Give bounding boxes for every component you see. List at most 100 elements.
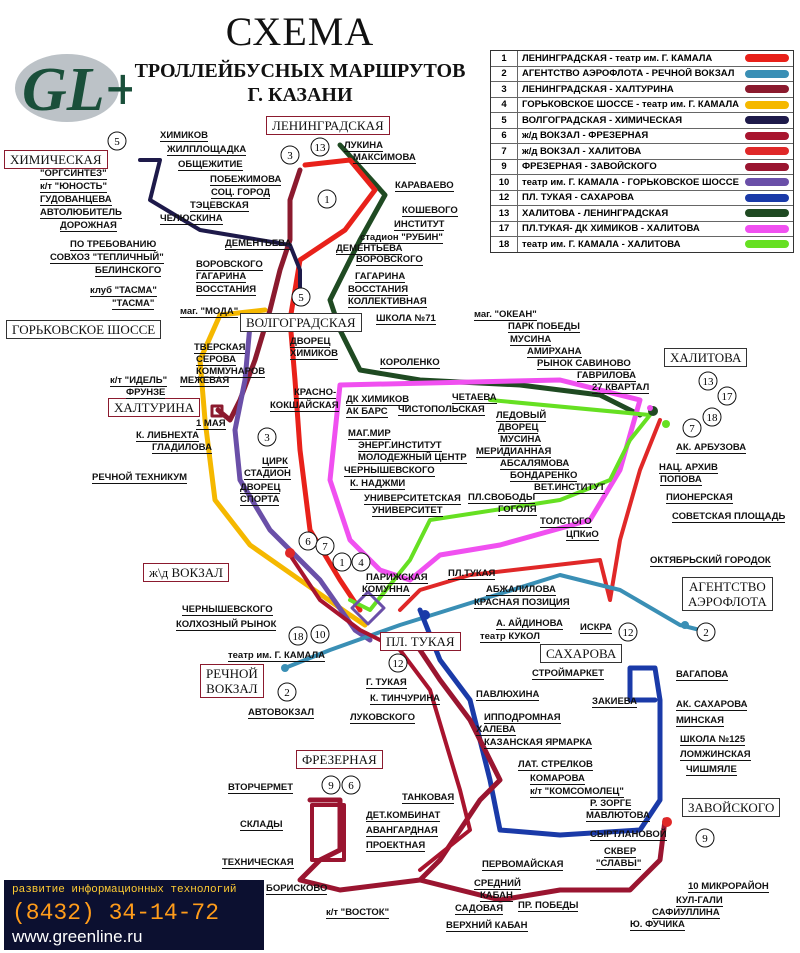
stop-label: МОЛОДЕЖНЫЙ ЦЕНТР	[358, 452, 467, 464]
legend-route-number: 10	[491, 175, 518, 190]
stop-label: МУСИНА	[500, 434, 542, 446]
stop-label: ВОРОВСКОГО	[356, 254, 423, 266]
stop-label: ВАГАПОВА	[676, 669, 729, 681]
legend-color-swatch	[745, 131, 789, 140]
stop-label: СКЛАДЫ	[240, 819, 283, 831]
stop-label: СТРОЙМАРКЕТ	[532, 668, 604, 680]
stop-label: КОМУННА	[362, 584, 410, 596]
route-marker: 9	[328, 780, 334, 792]
stop-label: Р. ЗОРГЕ	[590, 798, 632, 810]
promo-website-link[interactable]: www.greenline.ru	[12, 927, 143, 946]
stop-label: КАЗАНСКАЯ ЯРМАРКА	[484, 737, 593, 749]
route-marker: 13	[315, 142, 327, 154]
gl-logo-icon: GL+	[15, 54, 132, 124]
stop-label: ВЕТ.ИНСТИТУТ	[534, 482, 606, 494]
route-marker: 17	[722, 391, 734, 403]
promo-tagline: развитие информационных технологий	[12, 884, 237, 896]
stop-label: СОЦ. ГОРОД	[211, 187, 271, 199]
stop-label: 27 КВАРТАЛ	[592, 382, 650, 394]
stop-label: КОММУНАРОВ	[196, 366, 266, 378]
stop-label: БЕЛИНСКОГО	[95, 265, 162, 277]
stop-label: КРАСНО-	[294, 387, 337, 399]
stop-label: ЧЕРНЫШЕВСКОГО	[344, 465, 435, 477]
stop-label: САФИУЛЛИНА	[652, 907, 720, 919]
legend-route-number: 4	[491, 97, 518, 112]
stop-label: КУЛ-ГАЛИ	[676, 895, 723, 907]
stop-label: СПОРТА	[240, 494, 280, 506]
stop-label: к/т "КОМСОМОЛЕЦ"	[530, 786, 624, 798]
legend-route-number: 3	[491, 82, 518, 97]
stop-label: АК БАРС	[346, 406, 388, 418]
stop-label: УНИВЕРСИТЕТСКАЯ	[364, 493, 461, 505]
legend-route-number: 1	[491, 51, 518, 66]
legend-route-number: 2	[491, 66, 518, 81]
stop-label: ЛЕДОВЫЙ	[496, 410, 547, 422]
stop-label: ЧЕРНЫШЕВСКОГО	[182, 604, 273, 616]
legend-color-swatch	[745, 147, 789, 156]
legend-route-number: 5	[491, 113, 518, 128]
stop-label: МАКСИМОВА	[353, 152, 416, 164]
stop-label: СТАДИОН	[244, 468, 291, 480]
stop-label: КОЛХОЗНЫЙ РЫНОК	[176, 619, 277, 631]
stop-label: СОВЕТСКАЯ ПЛОЩАДЬ	[672, 511, 786, 523]
legend-color-swatch	[745, 240, 789, 249]
stop-label: театр им. Г. КАМАЛА	[228, 650, 326, 662]
route-9-line	[297, 647, 503, 893]
route-marker: 13	[703, 376, 715, 388]
stop-label: ГУДОВАНЦЕВА	[40, 194, 112, 206]
stop-label: 1 МАЯ	[196, 418, 226, 430]
route-2-line	[283, 573, 702, 670]
stop-label: ГАГАРИНА	[355, 271, 406, 283]
stop-label: ВТОРЧЕРМЕТ	[228, 782, 294, 794]
stop-label: КОМАРОВА	[530, 773, 585, 785]
stop-label: ЛУКОВСКОГО	[350, 712, 415, 724]
stop-label: КОЛЛЕКТИВНАЯ	[348, 296, 427, 308]
stop-label: ЭНЕРГ.ИНСТИТУТ	[358, 440, 442, 452]
stop-label: ТАНКОВАЯ	[402, 792, 455, 804]
route-12-line	[417, 607, 663, 838]
route-marker: 6	[348, 780, 354, 792]
promo-phone: (8432) 34-14-72	[12, 900, 220, 926]
stop-label: АМИРХАНА	[527, 346, 582, 358]
legend-route-number: 6	[491, 128, 518, 143]
stop-label: КАРАВАЕВО	[395, 180, 454, 192]
legend-color-swatch	[745, 100, 789, 109]
stop-label: ОКТЯБРЬСКИЙ ГОРОДОК	[650, 555, 771, 567]
route-marker: 18	[707, 412, 719, 424]
stop-label: театр КУКОЛ	[480, 631, 540, 643]
stop-label: ОБЩЕЖИТИЕ	[178, 159, 243, 171]
route-marker: 12	[623, 627, 634, 639]
terminal-frezernaya: ФРЕЗЕРНАЯ	[296, 750, 383, 769]
terminal-khalturina: ХАЛТУРИНА	[108, 398, 201, 417]
legend-route-name: ж/д ВОКЗАЛ - ХАЛИТОВА	[522, 145, 642, 157]
stop-label: маг. "ОКЕАН"	[474, 309, 537, 321]
route-marker: 12	[393, 658, 404, 670]
legend-route-name: ГОРЬКОВСКОЕ ШОССЕ - театр им. Г. КАМАЛА	[522, 99, 739, 111]
stop-label: А. АЙДИНОВА	[496, 618, 563, 630]
legend-route-name: ФРЕЗЕРНАЯ - ЗАВОЙСКОГО	[522, 161, 657, 173]
stop-label: КОКШАЙСКАЯ	[270, 400, 339, 412]
stop-label: маг. "МОДА"	[180, 306, 239, 318]
terminal-volgogradskaya: ВОЛГОГРАДСКАЯ	[240, 313, 362, 332]
stop-label: ПР. ПОБЕДЫ	[518, 900, 579, 912]
legend-route-name: ж/д ВОКЗАЛ - ФРЕЗЕРНАЯ	[522, 130, 649, 142]
stop-label: ПОБЕЖИМОВА	[210, 174, 282, 186]
route-5-line	[138, 158, 302, 302]
stop-label: ЗАКИЕВА	[592, 696, 638, 708]
route-markers: 5 3 13 1 5 3 13 17 7 18 6 7 1 4 18 10 2 …	[107, 131, 737, 848]
stop-label: ПАРИЖСКАЯ	[366, 572, 428, 584]
route-9b-line	[417, 817, 668, 903]
route-marker: 1	[324, 194, 330, 206]
stop-label: ХАЛЕВА	[476, 724, 516, 736]
stop-label: ЛОМЖИНСКАЯ	[680, 749, 751, 761]
